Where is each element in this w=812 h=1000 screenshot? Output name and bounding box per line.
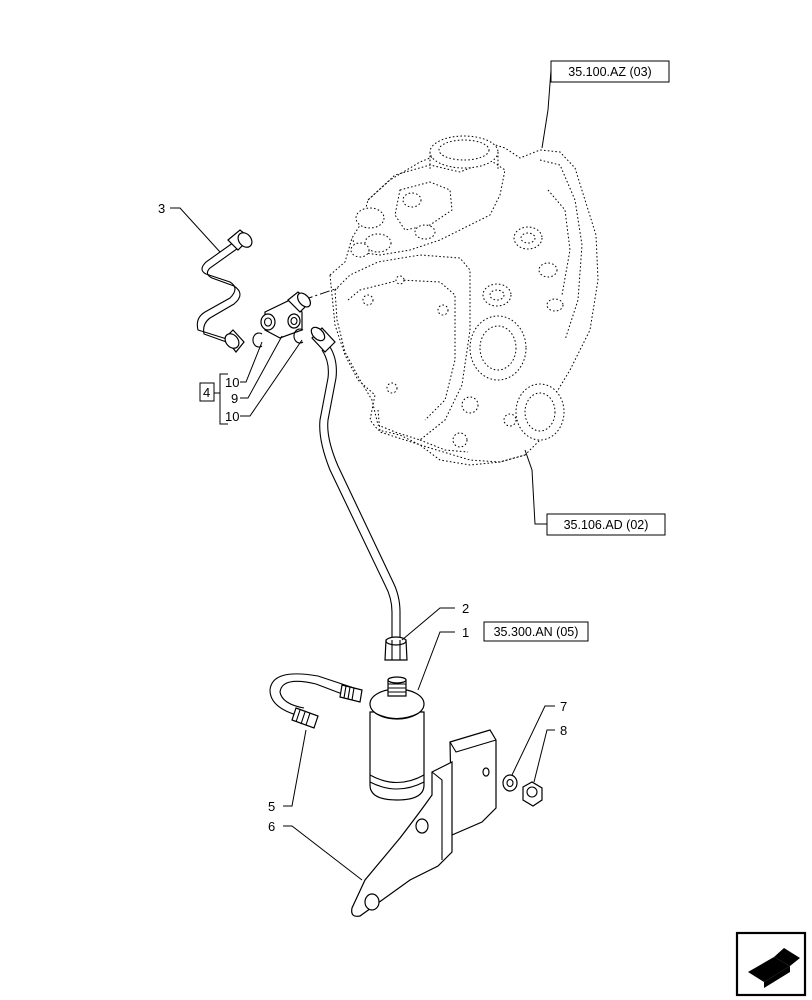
next-page-arrow-icon[interactable]	[735, 931, 807, 997]
pipe-item-2	[310, 326, 408, 661]
svg-text:35.100.AZ (03): 35.100.AZ (03)	[568, 65, 651, 79]
callout-item-5: 5	[268, 799, 275, 814]
svg-text:4: 4	[203, 385, 210, 400]
nut-item-8	[522, 781, 543, 807]
washer-item-7	[502, 774, 518, 792]
callout-item-9: 9	[231, 391, 238, 406]
reference-box-pump-top[interactable]: 35.100.AZ (03)	[550, 60, 670, 83]
pipe-nut-bottom	[224, 329, 245, 353]
pipe-nut-lower	[384, 636, 408, 661]
bracket-item-6	[351, 729, 497, 917]
seal-ring-item-10-left	[252, 332, 263, 348]
u-bolt-item-5	[269, 673, 363, 729]
callout-item-2: 2	[462, 601, 469, 616]
callout-item-4-box: 4	[199, 382, 215, 402]
callout-item-6: 6	[268, 819, 275, 834]
hydraulic-pump-assembly	[329, 135, 599, 466]
tee-fitting-item-9	[260, 291, 312, 339]
callout-item-1: 1	[462, 625, 469, 640]
pipe-nut-top	[227, 229, 253, 251]
callout-item-8: 8	[560, 723, 567, 738]
leader-lines	[170, 69, 555, 881]
callout-item-7: 7	[560, 699, 567, 714]
svg-text:35.300.AN (05): 35.300.AN (05)	[494, 625, 579, 639]
reference-box-pump-bottom[interactable]: 35.106.AD (02)	[546, 513, 666, 536]
reference-box-accumulator[interactable]: 35.300.AN (05)	[483, 621, 589, 642]
callout-item-10-upper: 10	[225, 375, 239, 390]
accumulator-item-1	[369, 676, 425, 801]
pipe-nut-upper	[310, 326, 336, 353]
svg-text:35.106.AD (02): 35.106.AD (02)	[564, 518, 649, 532]
callout-item-10-lower: 10	[225, 409, 239, 424]
pipe-item-3	[196, 229, 253, 353]
callout-item-3: 3	[158, 201, 165, 216]
